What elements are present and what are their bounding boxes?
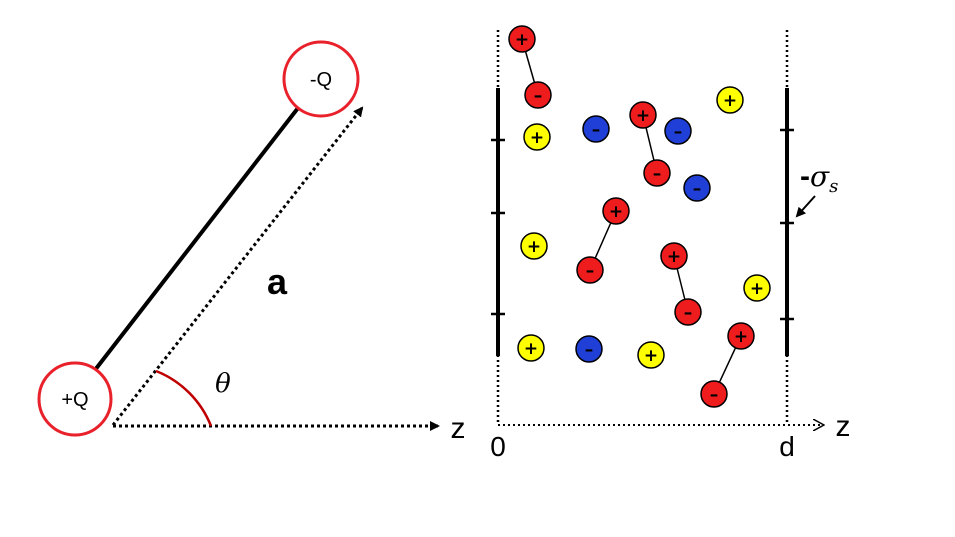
width-label: d xyxy=(779,431,795,462)
dipole-minus-end-symbol: – xyxy=(710,385,719,405)
surface-charge-arrow xyxy=(795,195,816,218)
dipole-plus-end-symbol: + xyxy=(515,30,529,50)
dipole-minus-end-symbol: – xyxy=(586,261,595,281)
dipole-minus-end: – xyxy=(576,256,604,284)
anion: – xyxy=(575,335,603,363)
dipole-minus-end-body xyxy=(524,81,552,109)
dipole-plus-end: + xyxy=(602,197,630,225)
dipole-plus-end: + xyxy=(629,101,657,129)
dipole-plus-end-body xyxy=(629,101,657,129)
origin-label: 0 xyxy=(490,431,506,462)
dipole-minus-end-body xyxy=(576,256,604,284)
surface-charge-subscript: s xyxy=(829,176,838,197)
dipole-minus-end: – xyxy=(674,298,702,326)
angle-label: θ xyxy=(215,369,231,399)
cation: + xyxy=(523,123,551,151)
dipole-panel: +Q -Q a θ z xyxy=(37,40,466,445)
anion-symbol: – xyxy=(592,120,601,140)
separation-vector xyxy=(111,106,364,426)
cation-symbol: + xyxy=(527,237,541,257)
cation-body xyxy=(520,232,548,260)
cation-symbol: + xyxy=(524,339,538,359)
dipole-plus-end-body xyxy=(602,197,630,225)
dipole-plus-end-body xyxy=(727,322,755,350)
dipole-plus-end: + xyxy=(660,242,688,270)
cation-body xyxy=(637,341,665,369)
dipole-plus-end-symbol: + xyxy=(609,202,623,222)
cation-body xyxy=(517,334,545,362)
positive-charge-label: +Q xyxy=(61,389,88,411)
anion-body xyxy=(664,117,692,145)
anion-body xyxy=(575,335,603,363)
anion: – xyxy=(683,174,711,202)
slab-panel: 0 d z -σs + – + – + – + – + – + + + + + + – – – – xyxy=(490,25,851,462)
surface-charge-label: -σs xyxy=(800,160,838,197)
surface-charge-symbol: σ xyxy=(810,160,830,193)
cation-body xyxy=(716,86,744,114)
dipole-minus-end-symbol: – xyxy=(653,164,662,184)
cation-symbol: + xyxy=(644,346,658,366)
cation: + xyxy=(743,274,771,302)
dipole-minus-end-body xyxy=(643,159,671,187)
dipole-plus-end-symbol: + xyxy=(636,106,650,126)
dipole-plus-end: + xyxy=(508,25,536,53)
positive-charge: +Q xyxy=(37,361,113,437)
dipole-minus-end: – xyxy=(524,81,552,109)
cation-symbol: + xyxy=(750,279,764,299)
cation: + xyxy=(637,341,665,369)
negative-charge-label: -Q xyxy=(310,69,332,91)
slab-z-axis-label: z xyxy=(836,410,851,443)
cation: + xyxy=(520,232,548,260)
cation-body xyxy=(743,274,771,302)
dipole-minus-end-body xyxy=(674,298,702,326)
separation-label: a xyxy=(267,261,288,302)
cation-symbol: + xyxy=(723,91,737,111)
negative-charge: -Q xyxy=(282,40,360,118)
dipole-minus-end-body xyxy=(700,380,728,408)
dipole-plus-end: + xyxy=(727,322,755,350)
dipole-plus-end-symbol: + xyxy=(667,247,681,267)
angle-arc xyxy=(155,369,213,427)
cation-symbol: + xyxy=(530,128,544,148)
dipole-minus-end: – xyxy=(700,380,728,408)
anion: – xyxy=(582,115,610,143)
surface-charge-sign: - xyxy=(800,160,810,193)
anion-body xyxy=(683,174,711,202)
anion-body xyxy=(582,115,610,143)
dipole-z-axis-label: z xyxy=(451,412,466,445)
anion-symbol: – xyxy=(674,122,683,142)
anion: – xyxy=(664,117,692,145)
ion-layer: + – + – + – + – + – + + + + + + – – – – xyxy=(508,25,771,408)
dipole-plus-end-body xyxy=(508,25,536,53)
dipole-minus-end-symbol: – xyxy=(684,303,693,323)
dipole-rod xyxy=(93,106,300,372)
cation: + xyxy=(517,334,545,362)
dipole-plus-end-body xyxy=(660,242,688,270)
anion-symbol: – xyxy=(693,179,702,199)
dipole-plus-end-symbol: + xyxy=(734,327,748,347)
cation-body xyxy=(523,123,551,151)
dipole-minus-end-symbol: – xyxy=(534,86,543,106)
dipole-minus-end: – xyxy=(643,159,671,187)
anion-symbol: – xyxy=(585,340,594,360)
cation: + xyxy=(716,86,744,114)
